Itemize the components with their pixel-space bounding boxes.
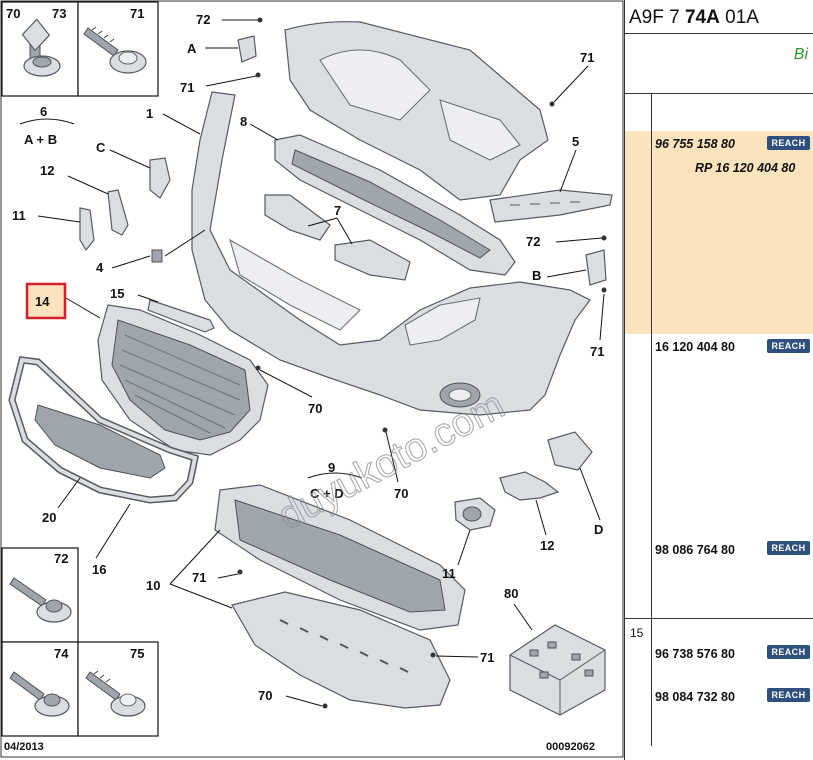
callout-9: 9 <box>328 460 335 475</box>
callout-14: 14 <box>35 294 50 309</box>
callout-12-right: 12 <box>540 538 554 553</box>
fastener-kit-80-part[interactable] <box>509 624 606 716</box>
diagram-frame <box>0 0 624 758</box>
fastener-box-75[interactable] <box>77 641 159 737</box>
bolt-70-73-icon <box>21 18 61 77</box>
main-grille-part[interactable] <box>97 304 269 456</box>
callout-20: 20 <box>42 510 56 525</box>
callout-5: 5 <box>572 134 579 149</box>
part-number-row-5[interactable]: 96 738 576 80 <box>655 647 735 661</box>
callout-14-highlight-box[interactable] <box>25 282 67 320</box>
upper-cross-member-part[interactable] <box>284 21 549 201</box>
column-divider <box>651 94 652 746</box>
callout-72-top: 72 <box>196 12 210 27</box>
bracket-D-part[interactable] <box>547 431 593 471</box>
callout-73: 73 <box>52 6 66 21</box>
lower-engine-shield-part[interactable] <box>214 484 466 631</box>
reach-badge: REACH <box>767 136 810 150</box>
callout-16: 16 <box>92 562 106 577</box>
reach-badge: REACH <box>767 339 810 353</box>
part-number-row-6[interactable]: 98 084 732 80 <box>655 690 735 704</box>
bracket-A-part[interactable] <box>237 35 257 63</box>
callout-70-low: 70 <box>394 486 408 501</box>
foglamp-trim-11-left-part[interactable] <box>79 207 95 252</box>
bracket-B-part[interactable] <box>585 249 607 286</box>
underbody-tray-part[interactable] <box>231 591 451 709</box>
callout-8: 8 <box>240 114 247 129</box>
callout-4: 4 <box>96 260 104 275</box>
clip-4-part[interactable] <box>151 249 163 263</box>
callout-11-left: 11 <box>12 208 26 223</box>
footer-doc-number: 00092062 <box>546 741 595 753</box>
screw-71-icon <box>83 26 147 74</box>
selected-part-highlight <box>625 131 813 334</box>
part-number-row-4[interactable]: 98 086 764 80 <box>655 543 735 557</box>
callout-71-b: 71 <box>590 344 604 359</box>
foglamp-trim-12-left-part[interactable] <box>107 189 129 236</box>
exploded-parts-diagram: 70 73 71 6 A + B 72 74 <box>0 0 624 758</box>
row-divider <box>625 618 813 619</box>
fastener-box-74[interactable] <box>1 641 79 737</box>
bracket-C-part[interactable] <box>149 157 171 199</box>
screw-75-icon <box>85 670 146 717</box>
bumper-bracket-7-part[interactable] <box>264 194 411 281</box>
callout-74: 74 <box>54 646 69 661</box>
grille-trim-strip-part[interactable] <box>147 299 215 333</box>
callout-75: 75 <box>130 646 144 661</box>
callout-71-a: 71 <box>180 80 194 95</box>
brace-6 <box>19 118 75 125</box>
subheader-row: Bi <box>625 34 813 94</box>
reach-badge: REACH <box>767 688 810 702</box>
callout-71-right: 71 <box>580 50 594 65</box>
callout-C: C <box>96 140 106 155</box>
callout-B: B <box>532 268 541 283</box>
bolt-72-icon <box>9 577 72 623</box>
callout-72-box: 72 <box>54 551 68 566</box>
callout-71-bot: 71 <box>480 650 494 665</box>
callout-71-mid: 71 <box>192 570 206 585</box>
callout-15: 15 <box>110 286 124 301</box>
reach-badge: REACH <box>767 541 810 555</box>
callout-11-right: 11 <box>442 566 456 581</box>
callout-7: 7 <box>334 203 341 218</box>
callout-80: 80 <box>504 586 518 601</box>
callout-A: A <box>187 41 197 56</box>
callout-9-cd: C + D <box>310 486 344 501</box>
front-bumper-shell-part[interactable] <box>191 91 591 416</box>
radiator-deflector-part[interactable] <box>489 189 613 223</box>
grille-lower-insert-part[interactable] <box>34 404 166 479</box>
callout-1: 1 <box>146 106 153 121</box>
reach-badge: REACH <box>767 645 810 659</box>
callout-70-top: 70 <box>6 6 20 21</box>
callout-72-right: 72 <box>526 234 540 249</box>
grille-frame-part[interactable] <box>8 356 200 504</box>
part-number-row-2[interactable]: RP 16 120 404 80 <box>695 161 796 175</box>
quantity-cell: 15 <box>630 626 644 640</box>
foglamp-bezel-11-right-part[interactable] <box>454 497 496 531</box>
callout-10: 10 <box>146 578 160 593</box>
footer-date: 04/2013 <box>4 741 44 753</box>
upper-grille-part[interactable] <box>274 134 516 276</box>
part-number-row-1[interactable]: 96 755 158 80 <box>655 137 735 151</box>
bolt-74-icon <box>9 671 70 717</box>
callout-6: 6 <box>40 104 47 119</box>
callout-6-ab: A + B <box>24 132 57 147</box>
callout-70-mid: 70 <box>308 401 322 416</box>
fastener-box-71[interactable] <box>77 1 159 97</box>
part-number-row-3[interactable]: 16 120 404 80 <box>655 340 735 354</box>
subheader-label: Bi <box>793 46 808 63</box>
parts-reference-panel: A9F 7 74A 01A Bi 96 755 158 80 REACH RP … <box>624 0 813 760</box>
foglamp-bezel-12-right-part[interactable] <box>499 471 560 501</box>
callout-71-box: 71 <box>130 6 144 21</box>
reference-code: A9F 7 74A 01A <box>625 0 813 34</box>
callout-12-left: 12 <box>40 163 54 178</box>
callout-D: D <box>594 522 603 537</box>
fastener-box-70-73[interactable] <box>1 1 79 97</box>
callout-70-bot: 70 <box>258 688 272 703</box>
